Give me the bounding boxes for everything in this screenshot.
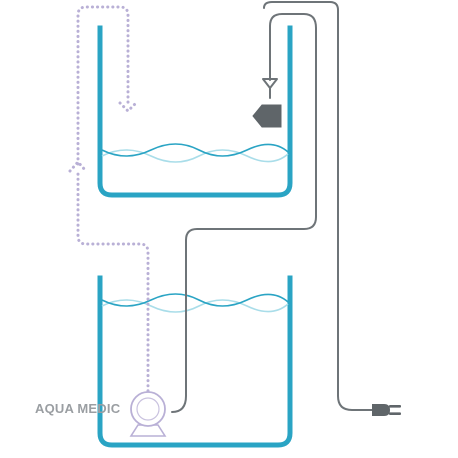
upper-tank-wave-dark xyxy=(101,143,289,157)
water-flow-path-up xyxy=(76,170,150,398)
float-switch-icon xyxy=(252,104,282,128)
flow-arrow-up-icon xyxy=(68,159,88,173)
lower-tank xyxy=(97,275,293,448)
plug-cable xyxy=(263,1,373,411)
aqua-medic-logo: AQUA MEDIC xyxy=(35,401,121,416)
power-plug-icon xyxy=(372,404,401,416)
lower-tank-wave-light xyxy=(101,299,289,313)
upper-tank xyxy=(97,25,293,198)
flow-arrow-down-icon xyxy=(118,101,138,114)
pump-cable xyxy=(171,13,317,413)
cable-arrow-icon xyxy=(262,78,278,89)
lower-tank-wave-dark xyxy=(101,293,289,307)
pump-icon xyxy=(129,391,167,437)
upper-tank-wave-light xyxy=(101,149,289,163)
water-flow-path-over xyxy=(76,5,130,166)
